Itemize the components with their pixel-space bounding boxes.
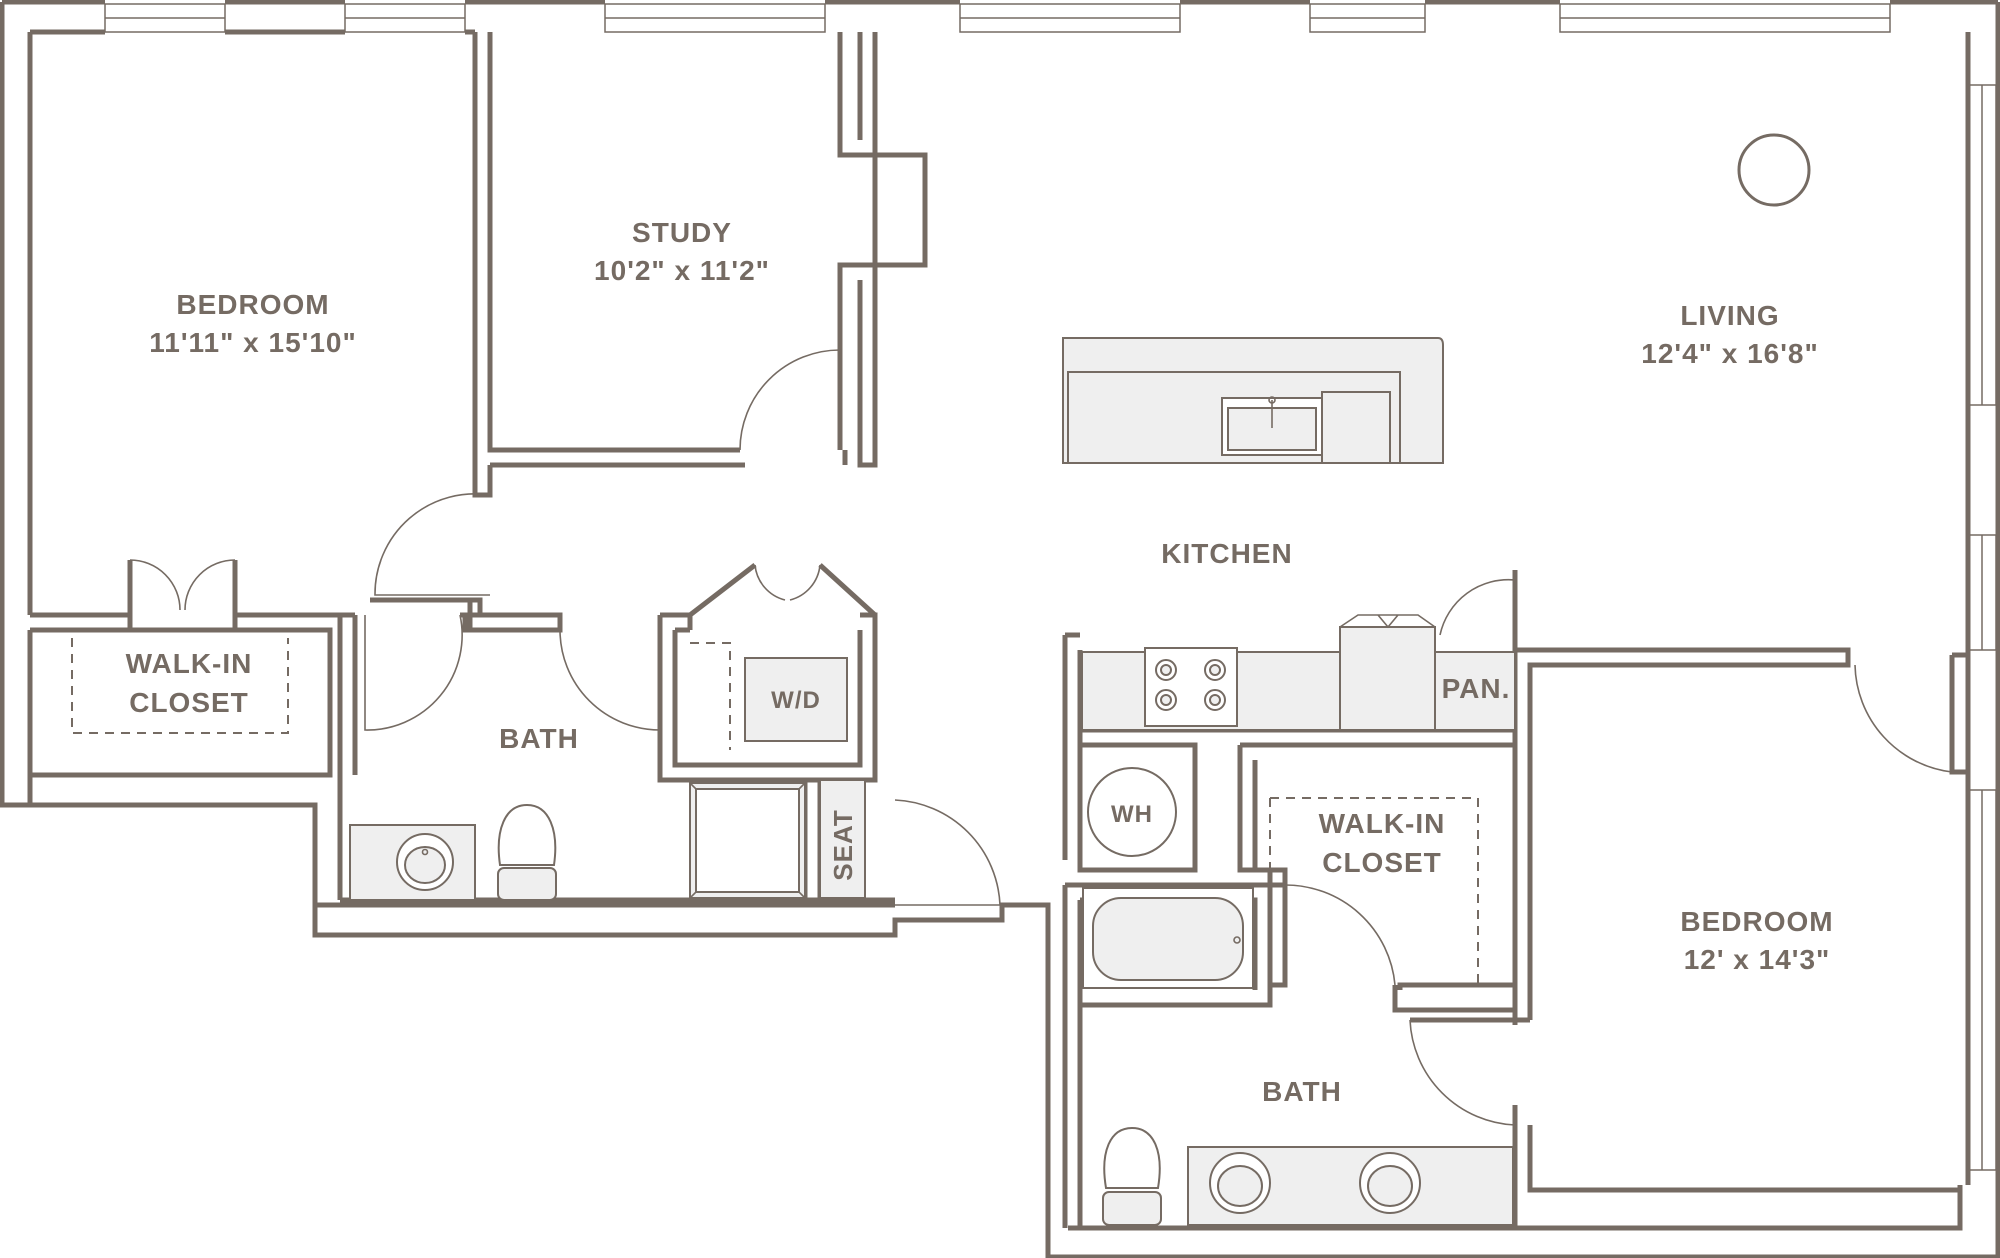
- room-labels: BEDROOM 11'11" x 15'10" STUDY 10'2" x 11…: [126, 217, 1833, 1107]
- pantry-label: PAN.: [1442, 673, 1511, 704]
- doors: [129, 349, 1953, 1126]
- walk-in-closet-1-line1: WALK-IN: [126, 648, 253, 679]
- kitchen-name: KITCHEN: [1161, 538, 1292, 569]
- walk-in-closet-2-line1: WALK-IN: [1319, 808, 1446, 839]
- living-size: 12'4" x 16'8": [1641, 338, 1818, 369]
- interior-walls: [27, 32, 1968, 1228]
- bedroom-1-size: 11'11" x 15'10": [149, 327, 357, 358]
- fixtures: [71, 133, 1811, 1226]
- washer-dryer-label: W/D: [771, 687, 821, 714]
- water-heater-label: WH: [1111, 801, 1153, 828]
- bath-2-name: BATH: [1262, 1076, 1342, 1107]
- walk-in-closet-2-line2: CLOSET: [1322, 847, 1442, 878]
- bedroom-1-name: BEDROOM: [176, 289, 329, 320]
- bedroom-2-name: BEDROOM: [1680, 906, 1833, 937]
- study-size: 10'2" x 11'2": [594, 255, 770, 286]
- living-name: LIVING: [1680, 300, 1779, 331]
- seat-label: SEAT: [828, 809, 858, 880]
- study-name: STUDY: [632, 217, 732, 248]
- windows: [104, 3, 1997, 1171]
- walk-in-closet-1-line2: CLOSET: [129, 687, 249, 718]
- bedroom-2-size: 12' x 14'3": [1684, 944, 1831, 975]
- bath-1-name: BATH: [499, 723, 579, 754]
